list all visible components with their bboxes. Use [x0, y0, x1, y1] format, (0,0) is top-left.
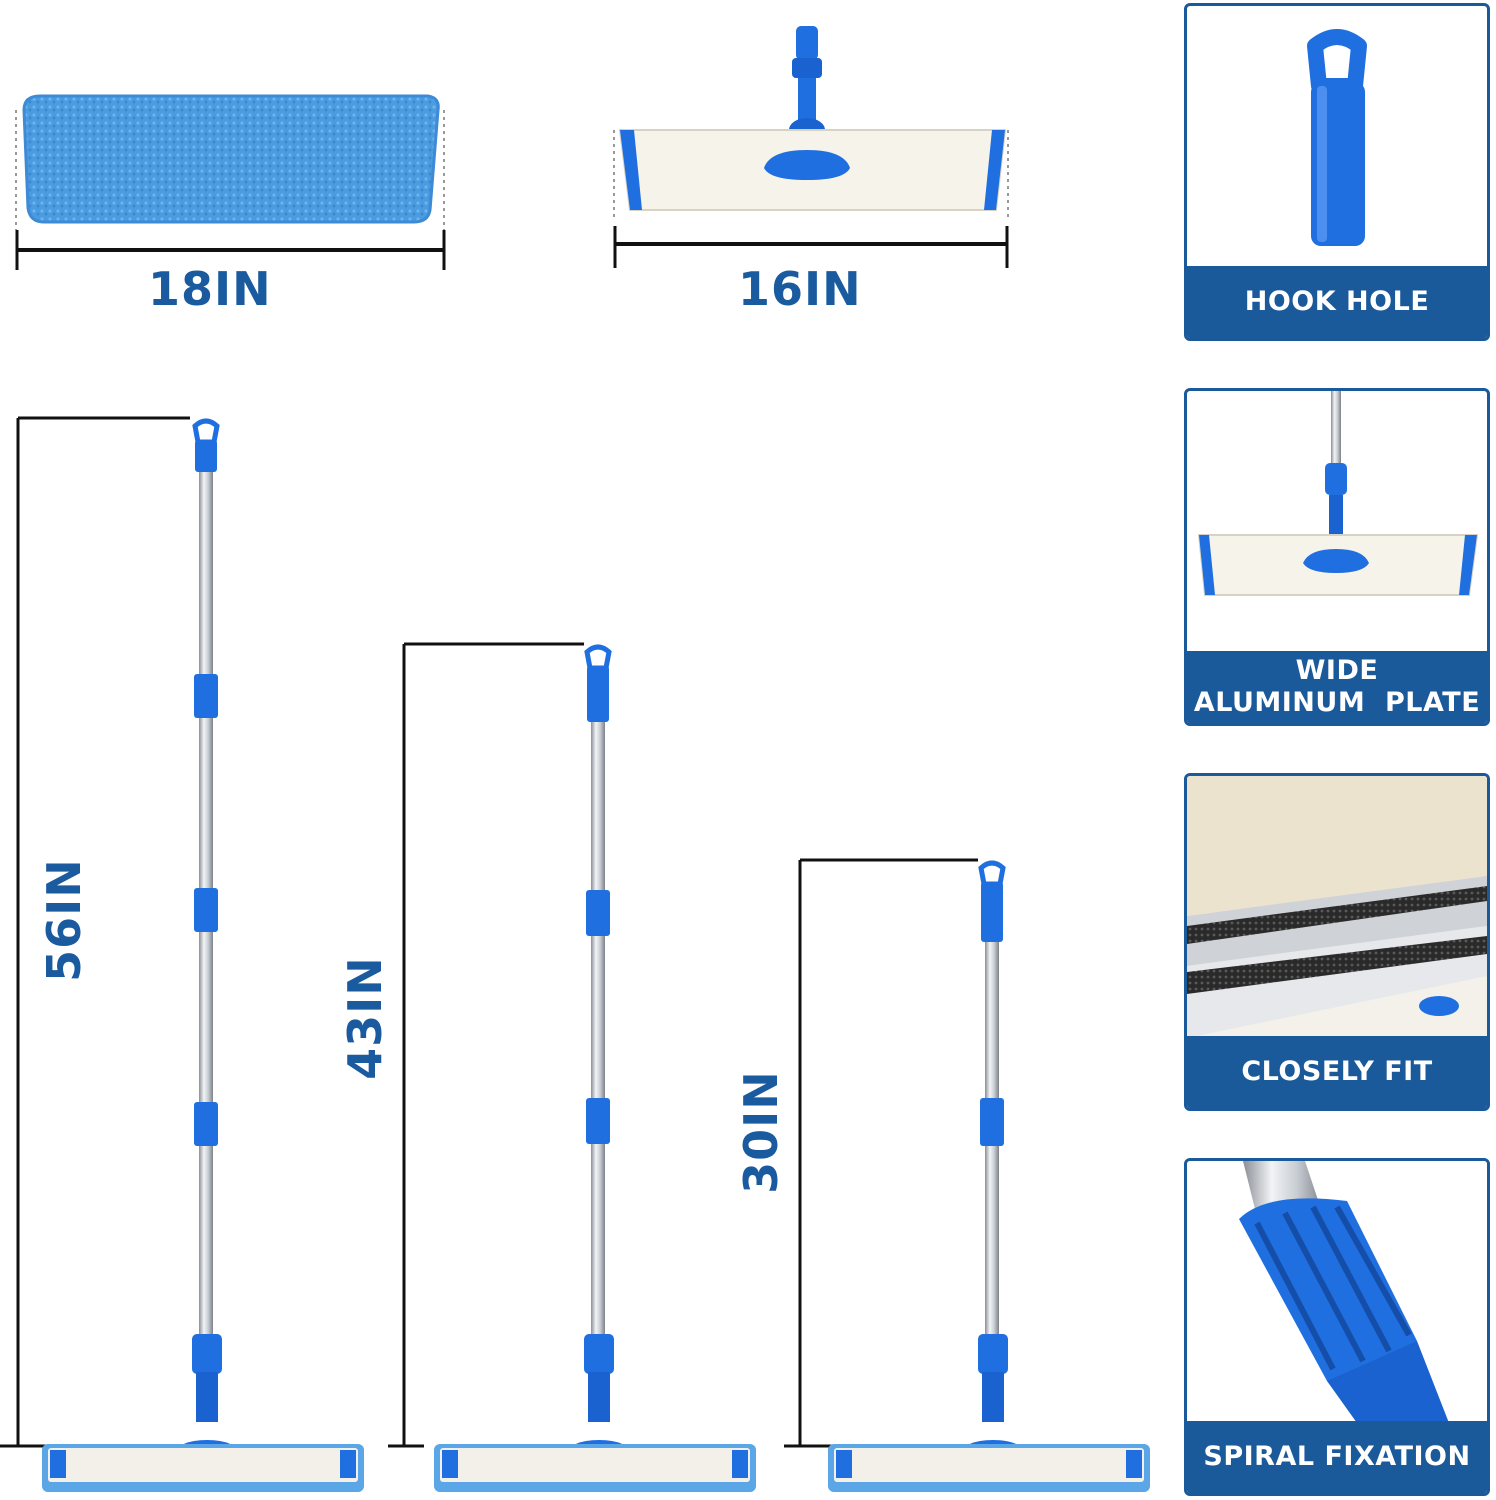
mop-30in-illustration: [784, 858, 1150, 1492]
spiral-fixation-illustration: [1187, 1161, 1487, 1423]
feature-label: CLOSELY FIT: [1187, 1036, 1487, 1108]
aluminum-plate-illustration: [1197, 391, 1479, 596]
plate-width-label: 16IN: [738, 262, 862, 316]
length-30-label: 30IN: [734, 1070, 788, 1194]
length-56-label: 56IN: [37, 858, 91, 982]
feature-spiral-fixation: SPIRAL FIXATION: [1184, 1158, 1490, 1496]
hook-hole-illustration: [1307, 29, 1367, 246]
feature-label-line1: WIDE: [1295, 655, 1379, 686]
feature-hook-hole: HOOK HOLE: [1184, 3, 1490, 341]
mop-56in-illustration: [0, 416, 364, 1492]
feature-label-line2: ALUMINUM PLATE: [1193, 687, 1481, 718]
closely-fit-illustration: [1187, 776, 1487, 1038]
mop-plate-illustration: [613, 26, 1009, 268]
pad-width-label: 18IN: [148, 262, 272, 316]
length-43-label: 43IN: [338, 956, 392, 1080]
feature-label: SPIRAL FIXATION: [1187, 1421, 1487, 1493]
feature-closely-fit: CLOSELY FIT: [1184, 773, 1490, 1111]
mop-43in-illustration: [388, 642, 756, 1492]
microfiber-pad-illustration: [15, 94, 446, 270]
feature-label: HOOK HOLE: [1187, 266, 1487, 338]
